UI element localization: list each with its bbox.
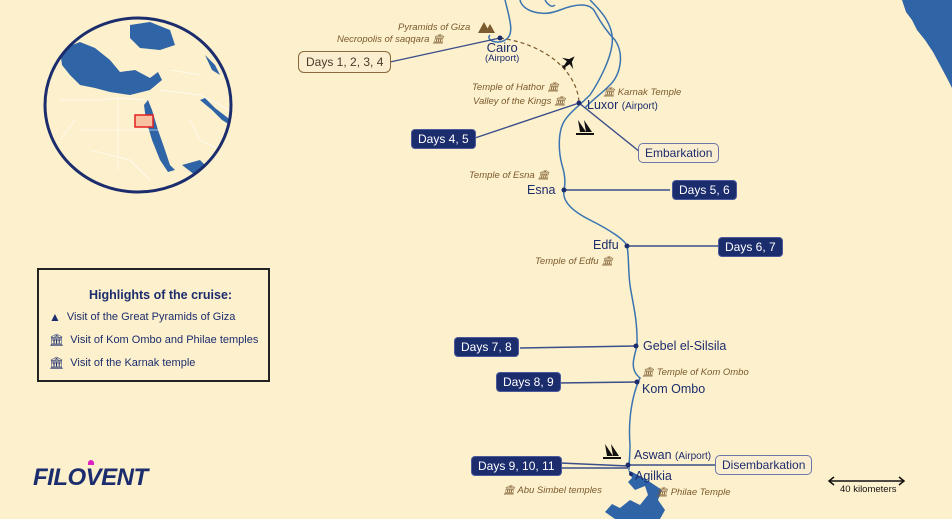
city-gebel-el-silsila: Gebel el-Silsila	[643, 339, 727, 353]
poi-pyramids-of-giza: Pyramids of Giza	[398, 22, 471, 33]
disembarkation-box: Disembarkation	[715, 455, 813, 475]
nile-branch	[519, 0, 622, 109]
legend-box: Highlights of the cruise: ▲ Visit of the…	[37, 268, 270, 382]
boat-icon	[576, 120, 594, 135]
embarkation-box: Embarkation	[638, 143, 720, 163]
day-box-8-9: Days 8, 9	[496, 372, 561, 392]
city-luxor: Luxor (Airport)	[587, 98, 658, 112]
flight-path	[499, 37, 580, 104]
poi-temple-of-hathor: Temple of Hathor 🏛	[472, 82, 560, 93]
legend-title: Highlights of the cruise:	[89, 288, 233, 302]
nile-river	[558, 0, 641, 471]
poi-abu-simbel-temples: 🏛 Abu Simbel temples	[503, 485, 602, 496]
region-highlight	[134, 114, 154, 128]
city-aswan: Aswan (Airport)	[634, 448, 712, 462]
pyramids-icon: ▲	[49, 310, 61, 324]
temple-icon: 🏛	[537, 170, 550, 181]
day-box-5-6: Days 5, 6	[672, 180, 737, 200]
poi-philae-temple: 🏛 Philae Temple	[656, 487, 731, 498]
temple-icon: 🏛	[553, 96, 567, 107]
poi-valley-of-the-kings: Valley of the Kings 🏛	[473, 96, 567, 107]
day-box-7-8: Days 7, 8	[454, 337, 519, 357]
temple-icon: 🏛	[642, 367, 655, 378]
temple-icon: 🏛	[49, 333, 65, 347]
day-box-4-5: Days 4, 5	[411, 129, 476, 149]
city-cairo: Cairo (Airport)	[485, 40, 520, 64]
globe-inset	[43, 16, 233, 194]
temple-icon: 🏛	[432, 34, 445, 45]
poi-temple-of-kom-ombo: 🏛 Temple of Kom Ombo	[642, 367, 749, 378]
poi-temple-of-esna: Temple of Esna 🏛	[469, 170, 550, 181]
scale-label: 40 kilometers	[840, 484, 897, 495]
temple-icon: 🏛	[503, 485, 516, 496]
city-esna: Esna	[527, 183, 556, 197]
filovent-logo: FILOVENT	[33, 464, 148, 491]
logo-dot	[88, 460, 94, 465]
temple-icon: 🏛	[49, 356, 65, 370]
day-box-6-7: Days 6, 7	[718, 237, 783, 257]
city-agilkia: Agilkia	[635, 469, 672, 483]
boat-icon	[603, 444, 621, 459]
temple-icon: 🏛	[547, 82, 560, 93]
red-sea	[902, 0, 952, 88]
poi-necropolis-of-saqqara: Necropolis of saqqara 🏛	[337, 34, 445, 45]
legend-item: 🏛 Visit of Kom Ombo and Philae temples	[49, 333, 259, 347]
legend-item: 🏛 Visit of the Karnak temple	[49, 356, 196, 370]
plane-icon	[561, 56, 575, 70]
poi-karnak-temple: 🏛 Karnak Temple	[603, 87, 682, 98]
scale-bar	[827, 476, 906, 486]
day-box-1-4: Days 1, 2, 3, 4	[298, 51, 392, 73]
day-box-9-11: Days 9, 10, 11	[471, 456, 562, 476]
legend-item: ▲ Visit of the Great Pyramids of Giza	[49, 310, 236, 324]
lake-nasser	[605, 470, 665, 519]
temple-icon: 🏛	[601, 256, 614, 267]
city-edfu: Edfu	[593, 238, 619, 252]
temple-icon: 🏛	[656, 487, 669, 498]
poi-temple-of-edfu: Temple of Edfu 🏛	[535, 256, 614, 267]
pyramids-icon	[478, 22, 495, 33]
city-kom-ombo: Kom Ombo	[642, 382, 706, 396]
temple-icon: 🏛	[603, 87, 616, 98]
